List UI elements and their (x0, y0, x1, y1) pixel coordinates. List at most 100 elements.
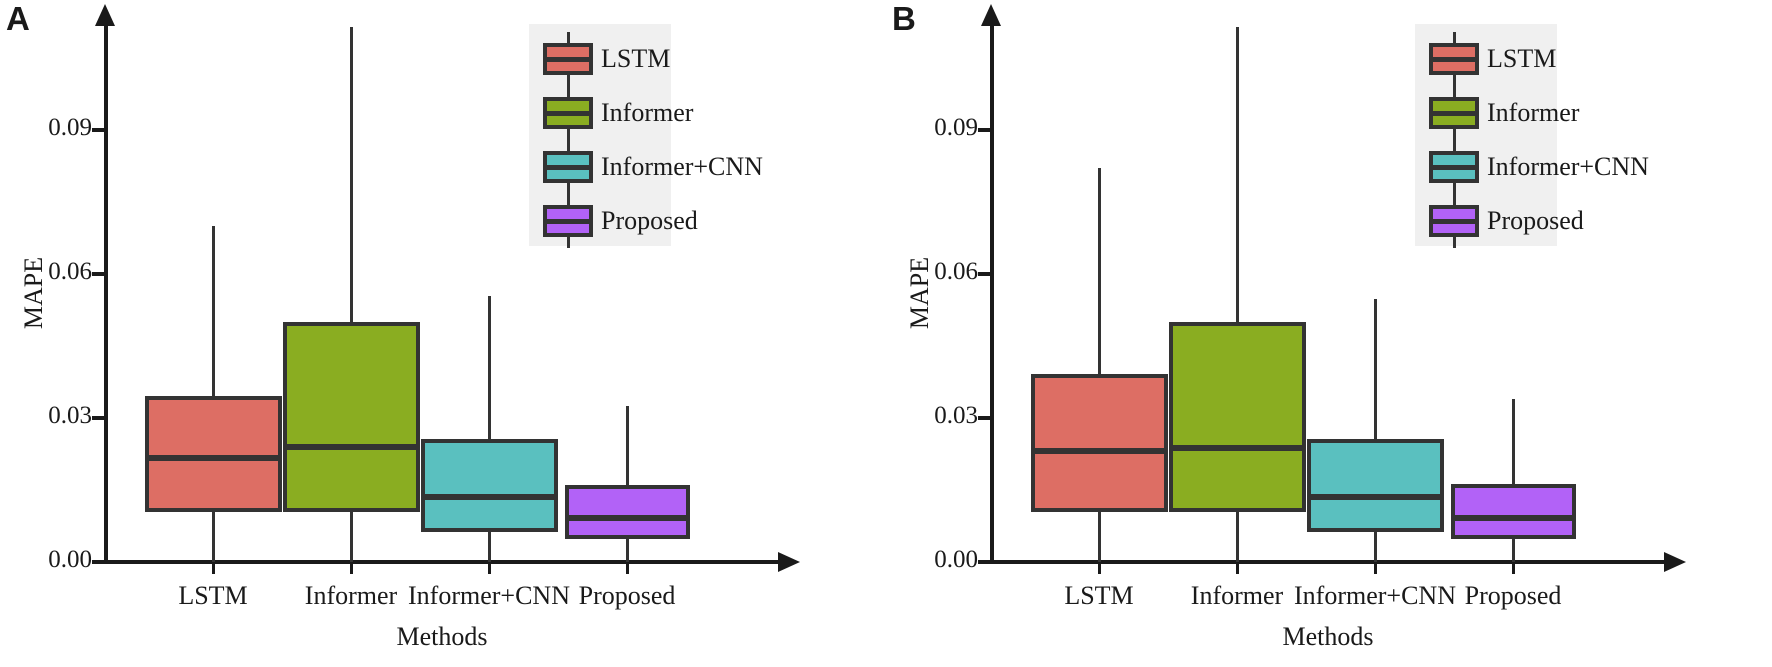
whisker-upper-a-informer (350, 26, 353, 322)
legend-median-icon (1429, 111, 1479, 116)
legend-whisker-lower-icon (1453, 182, 1456, 194)
x-tick-b-informer-cnn (1374, 560, 1377, 574)
whisker-lower-b-informer-cnn (1374, 531, 1377, 562)
legend-swatch-b-proposed (1429, 194, 1479, 248)
x-tick-label-b-lstm: LSTM (1064, 581, 1134, 610)
legend-whisker-lower-icon (567, 128, 570, 140)
y-tick-a-2 (92, 272, 106, 276)
whisker-upper-a-informer-cnn (488, 295, 491, 439)
legend-item-a-informer[interactable]: Informer (529, 86, 693, 140)
legend-item-b-proposed[interactable]: Proposed (1415, 194, 1584, 248)
legend-swatch-a-informer-cnn (543, 140, 593, 194)
box-iqr-b-informer[interactable] (1168, 322, 1306, 512)
x-tick-label-a-informer: Informer (304, 581, 398, 610)
whisker-lower-a-informer-cnn (488, 531, 491, 562)
y-tick-label-b-3: 0.09 (934, 114, 978, 141)
x-axis-line-b (990, 560, 1666, 564)
y-tick-label-a-0: 0.00 (48, 546, 92, 573)
legend-whisker-upper-icon (1453, 194, 1456, 206)
box-plot-a-lstm[interactable] (0, 0, 886, 667)
legend-swatch-b-informer (1429, 86, 1479, 140)
box-plot-b-informer[interactable] (886, 0, 1772, 667)
y-axis-arrow-icon-b (981, 4, 1001, 26)
legend-whisker-lower-icon (567, 182, 570, 194)
legend-item-b-informer[interactable]: Informer (1415, 86, 1579, 140)
legend-label-a-informer: Informer (601, 98, 694, 127)
legend-label-a-informer-cnn: Informer+CNN (601, 152, 763, 181)
whisker-upper-b-lstm (1098, 168, 1101, 374)
legend-whisker-upper-icon (1453, 32, 1456, 44)
box-iqr-a-lstm[interactable] (144, 396, 282, 512)
box-iqr-b-informer-cnn[interactable] (1306, 438, 1444, 532)
legend-item-a-informer-cnn[interactable]: Informer+CNN (529, 140, 763, 194)
y-tick-label-b-2: 0.06 (934, 258, 978, 285)
median-line-b-lstm (1030, 447, 1168, 454)
whisker-upper-b-informer-cnn (1374, 298, 1377, 439)
whisker-lower-a-informer (350, 511, 353, 562)
whisker-upper-b-informer (1236, 26, 1239, 322)
box-plot-a-informer[interactable] (0, 0, 886, 667)
y-tick-label-b-0: 0.00 (934, 546, 978, 573)
box-plot-a-proposed[interactable] (0, 0, 886, 667)
x-tick-label-b-informer-cnn: Informer+CNN (1294, 581, 1456, 610)
legend-label-a-lstm: LSTM (601, 44, 671, 73)
median-line-a-informer (282, 443, 420, 450)
box-iqr-a-informer[interactable] (282, 322, 420, 512)
y-axis-line-a (104, 24, 108, 562)
y-tick-b-2 (978, 272, 992, 276)
legend-median-icon (543, 111, 593, 116)
whisker-lower-a-proposed (626, 538, 629, 562)
y-tick-b-0 (978, 560, 992, 564)
x-axis-title-a: Methods (396, 622, 488, 651)
legend-whisker-lower-icon (1453, 236, 1456, 248)
legend-swatch-a-lstm (543, 32, 593, 86)
legend-whisker-upper-icon (567, 140, 570, 152)
box-plot-b-informer-cnn[interactable] (886, 0, 1772, 667)
legend-item-b-informer-cnn[interactable]: Informer+CNN (1415, 140, 1649, 194)
x-tick-a-informer (350, 560, 353, 574)
box-plot-a-informer-cnn[interactable] (0, 0, 886, 667)
median-line-a-proposed (564, 515, 690, 522)
legend-item-b-lstm[interactable]: LSTM (1415, 32, 1557, 86)
legend-item-a-lstm[interactable]: LSTM (529, 32, 671, 86)
median-line-b-informer-cnn (1306, 494, 1444, 501)
box-iqr-b-lstm[interactable] (1030, 373, 1168, 512)
y-tick-label-a-1: 0.03 (48, 402, 92, 429)
box-iqr-a-informer-cnn[interactable] (420, 438, 558, 532)
legend-median-icon (1429, 57, 1479, 62)
x-tick-a-proposed (626, 560, 629, 574)
x-tick-b-informer (1236, 560, 1239, 574)
median-line-b-proposed (1450, 515, 1576, 522)
legend-swatch-a-proposed (543, 194, 593, 248)
y-tick-b-3 (978, 128, 992, 132)
x-tick-b-proposed (1512, 560, 1515, 574)
legend-label-b-informer: Informer (1487, 98, 1580, 127)
legend-label-b-proposed: Proposed (1487, 206, 1584, 235)
y-axis-line-b (990, 24, 994, 562)
panel-letter-b: B (892, 0, 916, 37)
legend-whisker-upper-icon (1453, 140, 1456, 152)
legend-item-a-proposed[interactable]: Proposed (529, 194, 698, 248)
legend-swatch-a-informer (543, 86, 593, 140)
box-iqr-a-proposed[interactable] (564, 485, 690, 539)
x-tick-label-a-lstm: LSTM (178, 581, 248, 610)
legend-whisker-upper-icon (567, 194, 570, 206)
legend-whisker-lower-icon (1453, 74, 1456, 86)
x-axis-line-a (104, 560, 780, 564)
y-tick-label-b-1: 0.03 (934, 402, 978, 429)
x-tick-a-informer-cnn (488, 560, 491, 574)
legend-median-icon (543, 57, 593, 62)
box-iqr-b-proposed[interactable] (1450, 483, 1576, 539)
y-tick-a-3 (92, 128, 106, 132)
panel-letter-a: A (6, 0, 30, 37)
box-plot-b-proposed[interactable] (886, 0, 1772, 667)
box-plot-b-lstm[interactable] (886, 0, 1772, 667)
legend-median-icon (543, 165, 593, 170)
x-axis-arrow-icon-a (778, 552, 800, 572)
median-line-a-lstm (144, 454, 282, 461)
